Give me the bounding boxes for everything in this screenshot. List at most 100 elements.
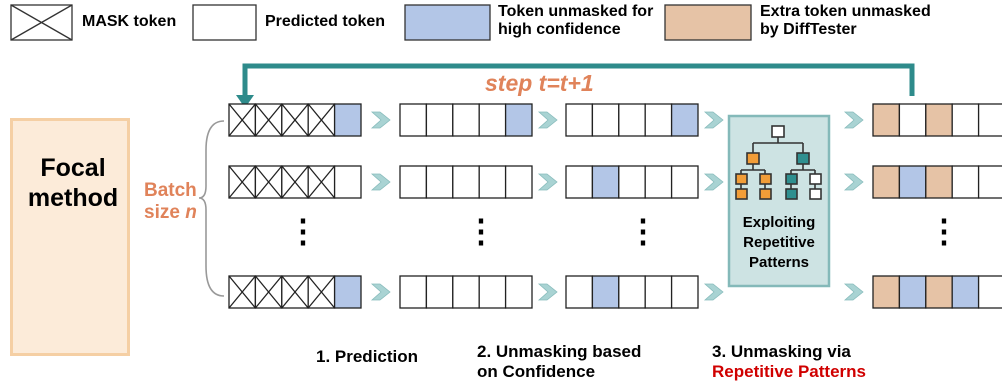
batch-label-prefix: size	[144, 202, 186, 223]
token	[644, 165, 673, 199]
chevron-arrow-icon	[537, 173, 558, 191]
token	[925, 275, 953, 309]
token	[618, 165, 646, 199]
focal-title-line2: method	[27, 184, 119, 212]
token	[565, 275, 594, 309]
focal-method-title: Focal method	[13, 153, 133, 213]
chevron-arrow-icon	[703, 173, 724, 191]
batch-label-line2: size n	[144, 202, 197, 224]
token	[670, 103, 699, 137]
token	[399, 165, 428, 199]
token	[425, 275, 454, 309]
batch-label-var: n	[185, 202, 197, 223]
token	[670, 275, 699, 309]
token	[618, 103, 646, 137]
pattern-panel-line1: Exploiting	[742, 214, 816, 231]
legend-confidence-line1: Token unmasked for	[498, 3, 654, 20]
legend-predicted-label: Predicted token	[265, 13, 386, 30]
token	[452, 275, 480, 309]
token	[925, 165, 953, 199]
token	[452, 103, 480, 137]
token	[951, 275, 980, 309]
token	[478, 103, 507, 137]
token	[898, 275, 927, 309]
token	[478, 165, 507, 199]
token	[504, 275, 533, 309]
chevron-arrow-icon	[843, 283, 864, 301]
token	[898, 103, 927, 137]
token	[591, 165, 620, 199]
batch-brace	[198, 120, 225, 297]
ellipsis-group3: ⋮	[627, 213, 659, 249]
token	[565, 103, 594, 137]
token	[618, 275, 646, 309]
stage-1-label: 1. Prediction	[316, 347, 418, 367]
mask-cross	[228, 165, 256, 199]
chevron-arrow-icon	[370, 173, 391, 191]
token	[333, 165, 362, 199]
token	[504, 165, 533, 199]
batch-label-line1: Batch	[144, 180, 197, 201]
focal-title-line1: Focal	[40, 154, 106, 182]
chevron-arrow-icon	[703, 283, 724, 301]
token	[644, 275, 673, 309]
mask-cross	[254, 103, 283, 137]
ellipsis-group4: ⋮	[928, 213, 960, 249]
chevron-arrow-icon	[537, 283, 558, 301]
mask-cross	[254, 275, 283, 309]
mask-cross	[307, 103, 336, 137]
focal-method-box: Focal method	[10, 118, 130, 356]
legend	[10, 4, 752, 41]
mask-cross	[307, 165, 336, 199]
mask-cross	[228, 275, 256, 309]
token	[951, 165, 980, 199]
token	[452, 165, 480, 199]
token-grid	[228, 103, 1002, 309]
stage-2-line2: on Confidence	[477, 362, 596, 381]
token	[977, 103, 1002, 137]
mask-cross	[281, 165, 309, 199]
legend-mask-swatch	[10, 4, 73, 41]
mask-cross	[254, 165, 283, 199]
chevron-arrow-icon	[537, 111, 558, 129]
mask-cross	[228, 103, 256, 137]
tree-icon	[735, 125, 822, 200]
stage-2-line1: 2. Unmasking based	[477, 342, 642, 361]
step-label: step t=t+1	[485, 70, 594, 96]
stage-3-label: 3. Unmasking via Repetitive Patterns	[712, 342, 866, 382]
stage-3-line1: 3. Unmasking via	[712, 342, 851, 361]
legend-extra-line1: Extra token unmasked	[760, 3, 931, 20]
mask-cross	[281, 275, 309, 309]
chevron-arrow-icon	[843, 173, 864, 191]
pattern-panel	[727, 114, 831, 288]
token	[898, 165, 927, 199]
legend-confidence-label: Token unmasked for high confidence	[498, 3, 653, 39]
batch-size-label: Batch size n	[144, 180, 197, 224]
token	[872, 103, 901, 137]
token	[872, 165, 901, 199]
stage-2-label: 2. Unmasking based on Confidence	[477, 342, 641, 382]
mask-cross	[307, 275, 336, 309]
stage-1-line1: 1. Prediction	[316, 347, 419, 366]
token	[504, 103, 533, 137]
token	[977, 165, 1002, 199]
stage-3-line2: Repetitive Patterns	[712, 362, 866, 381]
token	[670, 165, 699, 199]
token	[333, 275, 362, 309]
legend-mask-label: MASK token	[82, 13, 177, 30]
ellipsis-group1: ⋮	[287, 213, 319, 249]
token	[925, 103, 953, 137]
legend-extra-line2: by DiffTester	[760, 21, 857, 38]
token	[977, 275, 1002, 309]
legend-confidence-line2: high confidence	[498, 21, 621, 38]
chevron-arrow-icon	[703, 111, 724, 129]
token	[591, 103, 620, 137]
chevron-arrows	[370, 111, 864, 301]
legend-extra-swatch	[664, 4, 752, 41]
token	[425, 165, 454, 199]
token	[872, 275, 901, 309]
legend-confidence-swatch	[404, 4, 491, 41]
token	[399, 275, 428, 309]
token	[951, 103, 980, 137]
pattern-panel-line2: Repetitive	[743, 234, 815, 251]
